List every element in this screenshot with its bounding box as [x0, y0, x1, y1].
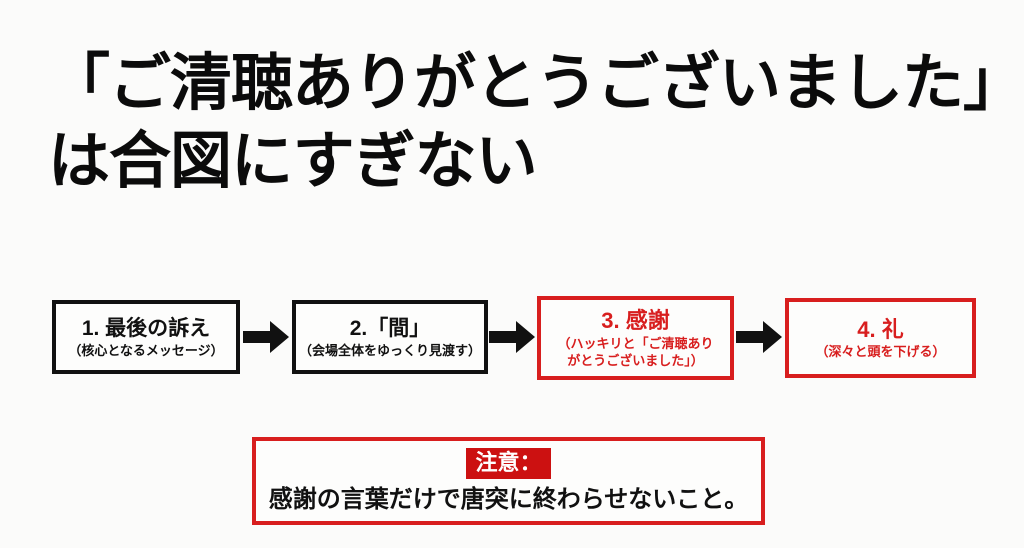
- flow-step-1: 1. 最後の訴え （核心となるメッセージ）: [52, 300, 240, 374]
- flow-diagram: 1. 最後の訴え （核心となるメッセージ） 2.「間」 （会場全体をゆっくり見渡…: [0, 296, 1024, 388]
- caution-text: 感謝の言葉だけで唐突に終わらせないこと。: [268, 485, 749, 513]
- arrow-right-icon: [736, 320, 782, 354]
- flow-step-4-subtitle: （深々と頭を下げる）: [815, 344, 945, 360]
- flow-step-2-subtitle-line-1: （会場全体をゆっくり見渡す）: [298, 342, 481, 358]
- caution-tag: 注意：: [466, 447, 551, 479]
- flow-step-3-subtitle: （ハッキリと「ご清聴あり がとうございました」）: [557, 335, 713, 369]
- flow-step-1-subtitle: （核心となるメッセージ）: [68, 343, 223, 359]
- flow-step-1-title: 1. 最後の訴え: [81, 316, 211, 340]
- flow-step-3: 3. 感謝 （ハッキリと「ご清聴あり がとうございました」）: [537, 296, 734, 380]
- title-line-2: は合図にすぎない: [48, 124, 538, 197]
- flow-step-3-subtitle-line-2: がとうございました」）: [567, 352, 704, 368]
- flow-step-3-title: 3. 感謝: [601, 307, 670, 333]
- flow-step-2-title: 2.「間」: [349, 316, 431, 340]
- flow-step-2: 2.「間」 （会場全体をゆっくり見渡す）: [292, 300, 488, 374]
- page-title: 「ご清聴ありがとうございました」 は合図にすぎない: [48, 44, 1024, 200]
- title-line-1: 「ご清聴ありがとうございました」: [48, 46, 1024, 119]
- flow-step-4-title: 4. 礼: [857, 316, 904, 342]
- arrow-right-icon: [243, 320, 289, 354]
- caution-callout: 注意： 感謝の言葉だけで唐突に終わらせないこと。: [252, 437, 765, 525]
- flow-step-4-subtitle-line-1: （深々と頭を下げる）: [815, 343, 946, 359]
- arrow-right-icon: [489, 320, 535, 354]
- flow-step-4: 4. 礼 （深々と頭を下げる）: [785, 298, 976, 378]
- flow-step-2-subtitle: （会場全体をゆっくり見渡す）: [299, 343, 481, 359]
- flow-step-3-subtitle-line-1: （ハッキリと「ご清聴あり: [557, 335, 714, 351]
- flow-step-1-subtitle-line-1: （核心となるメッセージ）: [68, 342, 224, 358]
